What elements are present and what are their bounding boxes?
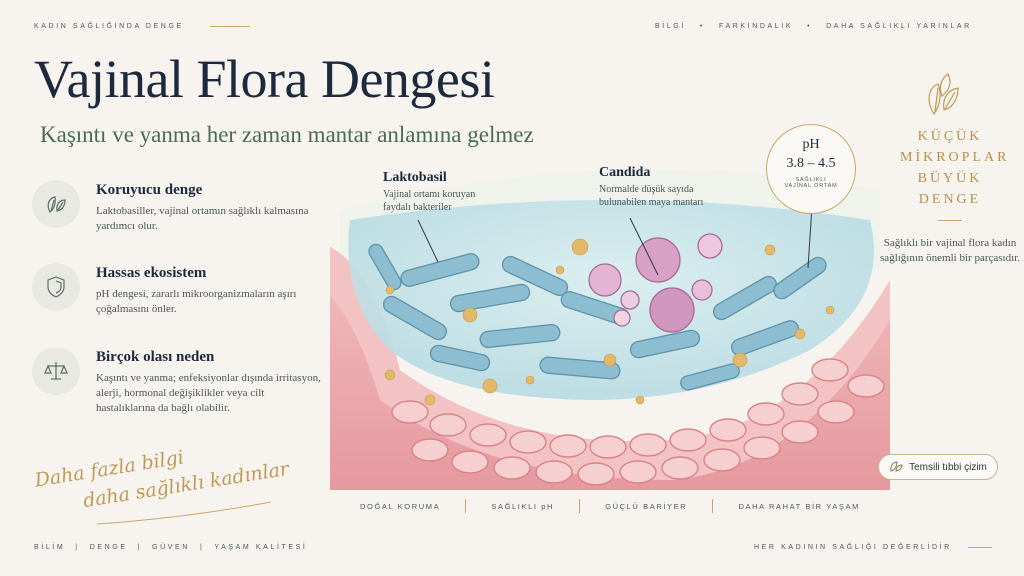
right-panel-desc: Sağlıklı bir vajinal flora kadın sağlığı… xyxy=(880,237,1020,264)
right-title-line: BÜYÜK xyxy=(917,171,983,186)
feature-desc: Kaşıntı ve yanma; enfeksiyonlar dışında … xyxy=(96,372,321,414)
leaf-icon xyxy=(32,180,80,228)
feature-title: Koruyucu denge xyxy=(96,182,203,198)
header-nav: BİLGİ • FARKINDALIK • DAHA SAĞLIKLI YARI… xyxy=(655,23,972,30)
ph-label: pH xyxy=(802,137,820,152)
feature-item: Koruyucu denge Laktobasiller, vajinal or… xyxy=(32,180,308,240)
candida-desc: Normalde düşük sayıda bulunabilen maya m… xyxy=(599,184,704,208)
header-nav-separator: • xyxy=(699,23,705,30)
lacto-callout: Laktobasil Vajinal ortamı koruyan faydal… xyxy=(383,170,523,214)
bottom-feature-item: SAĞLIKLI pH xyxy=(491,501,554,511)
right-panel-title: KÜÇÜK MİKROPLAR BÜYÜK DENGE xyxy=(900,126,1010,210)
footer-left: BİLİM | DENGE | GÜVEN | YAŞAM KALİTESİ xyxy=(34,544,307,551)
footer-item: GÜVEN xyxy=(152,544,190,551)
footer-item: YAŞAM KALİTESİ xyxy=(214,544,308,551)
footer-item: BİLİM xyxy=(34,544,66,551)
vaginal-tissue-illustration xyxy=(330,169,890,490)
ph-caption: SAĞLIKLI xyxy=(795,177,827,183)
bottom-features: DOĞAL KORUMA SAĞLIKLI pH GÜÇLÜ BARİYER D… xyxy=(360,499,860,513)
right-title-line: MİKROPLAR xyxy=(900,150,1010,165)
footer-right: HER KADININ SAĞLIĞI DEĞERLİDİR xyxy=(754,544,952,551)
feature-desc: Laktobasiller, vajinal ortamın sağlıklı … xyxy=(96,205,309,232)
ph-caption: VAJİNAL ORTAM xyxy=(784,183,838,189)
right-divider xyxy=(938,220,962,221)
feature-title: Hassas ekosistem xyxy=(96,265,207,281)
feature-item: Birçok olası neden Kaşıntı ve yanma; enf… xyxy=(32,347,321,422)
header-nav-item: DAHA SAĞLIKLI YARINLAR xyxy=(826,23,972,30)
bottom-feature-item: DOĞAL KORUMA xyxy=(360,501,441,511)
ph-range: 3.8 – 4.5 xyxy=(786,156,836,171)
header-nav-separator: • xyxy=(807,23,813,30)
shield-icon xyxy=(32,263,80,311)
page-subtitle: Kaşıntı ve yanma her zaman mantar anlamı… xyxy=(40,122,534,147)
scale-icon xyxy=(32,347,80,395)
footer-separator: | xyxy=(137,544,143,551)
bottom-feature-item: DAHA RAHAT BİR YAŞAM xyxy=(738,501,860,511)
footer-separator: | xyxy=(75,544,80,551)
bottom-feature-separator xyxy=(465,499,467,513)
header-divider xyxy=(210,26,250,27)
lacto-title: Laktobasil xyxy=(383,170,447,185)
page-title: Vajinal Flora Dengesi xyxy=(34,49,495,109)
leaf-icon xyxy=(889,460,903,475)
footer-item: DENGE xyxy=(89,544,128,551)
footer-separator: | xyxy=(199,544,205,551)
right-title-line: DENGE xyxy=(918,192,982,207)
feature-item: Hassas ekosistem pH dengesi, zararlı mik… xyxy=(32,263,296,323)
illustration-note-label: Temsili tıbbi çizim xyxy=(909,461,987,473)
bottom-feature-item: GÜÇLÜ BARİYER xyxy=(605,501,688,511)
ph-badge: pH 3.8 – 4.5 SAĞLIKLI VAJİNAL ORTAM xyxy=(766,124,856,214)
feature-title: Birçok olası neden xyxy=(96,349,215,365)
leaf-icon xyxy=(922,72,962,121)
bottom-feature-separator xyxy=(712,499,714,513)
candida-title: Candida xyxy=(599,165,651,180)
script-underline xyxy=(96,501,272,525)
illustration-note-badge: Temsili tıbbi çizim xyxy=(878,454,998,480)
feature-desc: pH dengesi, zararlı mikroorganizmaların … xyxy=(96,288,297,315)
footer-divider xyxy=(968,547,992,548)
header-nav-item: BİLGİ xyxy=(655,23,686,30)
bottom-feature-separator xyxy=(579,499,581,513)
header-tag: KADIN SAĞLIĞINDA DENGE xyxy=(34,23,184,30)
candida-callout: Candida Normalde düşük sayıda bulunabile… xyxy=(599,165,739,209)
lacto-desc: Vajinal ortamı koruyan faydalı bakterile… xyxy=(383,189,476,213)
header-nav-item: FARKINDALIK xyxy=(718,23,794,30)
right-title-line: KÜÇÜK xyxy=(917,129,983,144)
